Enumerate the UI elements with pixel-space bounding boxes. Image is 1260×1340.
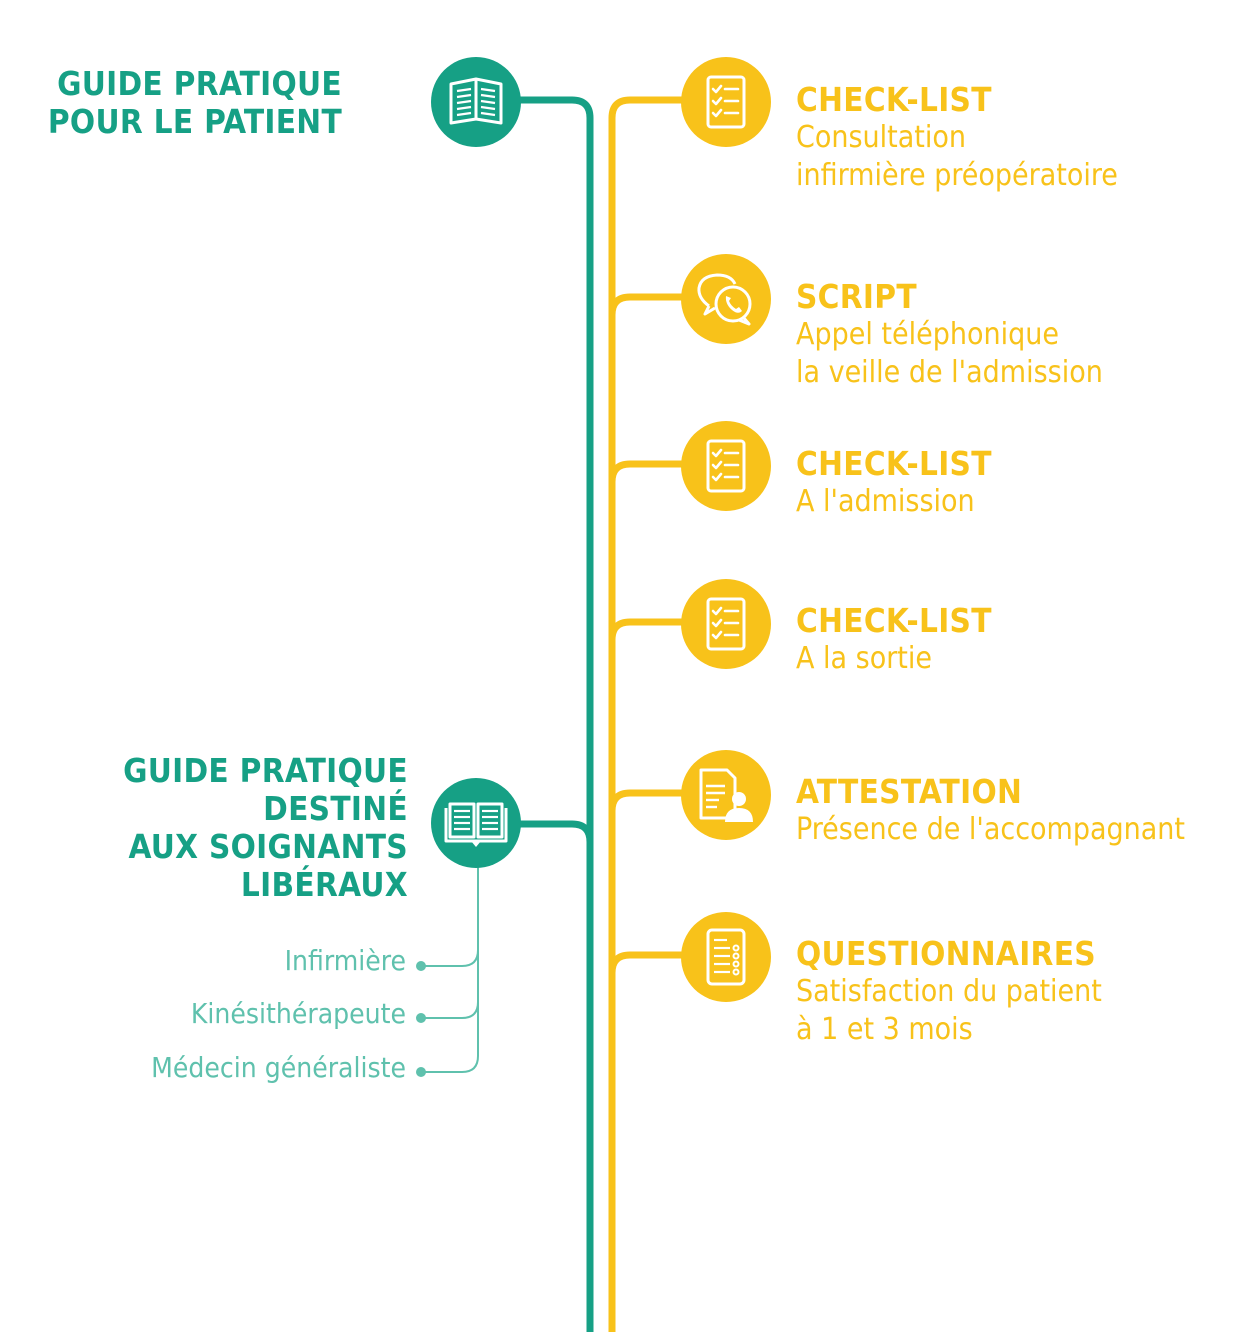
- audience-branch-1: [420, 949, 479, 967]
- timeline-item-line: A la sortie: [796, 641, 932, 676]
- certificate-circle: [681, 750, 771, 840]
- timeline-item-heading: CHECK-LIST: [796, 444, 992, 483]
- caregivers-guide-title: GUIDE PRATIQUE DESTINÉ AUX SOIGNANTS LIB…: [123, 752, 408, 904]
- caregivers-guide-title-line: GUIDE PRATIQUE: [123, 751, 408, 790]
- timeline-item-line: Présence de l'accompagnant: [796, 812, 1185, 847]
- patient-guide-circle: [431, 57, 521, 147]
- yellow-branch-5: [608, 789, 682, 812]
- audience-branch-2: [420, 1001, 479, 1019]
- timeline-item-6: QUESTIONNAIRES Satisfaction du patient à…: [796, 935, 1102, 1049]
- audience-dot-1: [416, 961, 426, 971]
- checklist-circle-1: [681, 57, 771, 147]
- audience-physiotherapist: Kinésithérapeute: [190, 997, 406, 1030]
- checklist-icon: [706, 439, 746, 493]
- yellow-branch-6: [608, 951, 682, 974]
- timeline-item-4: CHECK-LIST A la sortie: [796, 602, 992, 678]
- timeline-item-heading: ATTESTATION: [796, 772, 1023, 811]
- audience-tree-line: [420, 866, 479, 1073]
- timeline-item-line: Satisfaction du patient: [796, 974, 1102, 1009]
- timeline-item-line: à 1 et 3 mois: [796, 1012, 973, 1047]
- phone-chat-circle: [681, 254, 771, 344]
- timeline-item-line: Appel téléphonique: [796, 317, 1059, 352]
- checklist-icon: [706, 597, 746, 651]
- audience-nurse: Infirmière: [284, 944, 406, 977]
- timeline-item-3: CHECK-LIST A l'admission: [796, 445, 992, 521]
- timeline-item-line: la veille de l'admission: [796, 355, 1103, 390]
- yellow-branch-2: [608, 293, 682, 316]
- timeline-item-heading: QUESTIONNAIRES: [796, 934, 1096, 973]
- green-main-line: [520, 96, 594, 1332]
- yellow-main-line: [608, 96, 682, 1332]
- yellow-branch-3: [608, 460, 682, 483]
- yellow-branch-4: [608, 618, 682, 641]
- timeline-item-heading: CHECK-LIST: [796, 80, 992, 119]
- patient-guide-title: GUIDE PRATIQUE POUR LE PATIENT: [48, 65, 342, 141]
- timeline-item-2: SCRIPT Appel téléphonique la veille de l…: [796, 278, 1103, 392]
- questionnaire-circle: [681, 912, 771, 1002]
- checklist-circle-3: [681, 579, 771, 669]
- certificate-icon: [699, 768, 753, 822]
- open-book-icon: [449, 77, 503, 125]
- green-branch-caregivers: [520, 820, 594, 843]
- caregivers-guide-title-line: LIBÉRAUX: [240, 865, 408, 904]
- caregivers-guide-title-line: AUX SOIGNANTS: [128, 827, 408, 866]
- caregivers-guide-circle: [431, 778, 521, 868]
- phone-chat-icon: [697, 273, 752, 326]
- audience-dot-3: [416, 1067, 426, 1077]
- checklist-circle-2: [681, 421, 771, 511]
- patient-guide-title-line: POUR LE PATIENT: [47, 102, 342, 141]
- patient-guide-title-line: GUIDE PRATIQUE: [57, 64, 342, 103]
- checklist-icon: [706, 75, 746, 129]
- book-icon: [444, 802, 508, 847]
- timeline-item-line: infirmière préopératoire: [796, 158, 1118, 193]
- timeline-item-1: CHECK-LIST Consultation infirmière préop…: [796, 81, 1118, 195]
- timeline-item-line: A l'admission: [796, 484, 975, 519]
- caregivers-guide-title-line: DESTINÉ: [263, 789, 408, 828]
- timeline-item-heading: CHECK-LIST: [796, 601, 992, 640]
- audience-dot-2: [416, 1013, 426, 1023]
- audience-general-practitioner: Médecin généraliste: [151, 1051, 406, 1084]
- timeline-item-5: ATTESTATION Présence de l'accompagnant: [796, 773, 1185, 849]
- questionnaire-icon: [706, 928, 746, 986]
- timeline-item-heading: SCRIPT: [796, 277, 917, 316]
- timeline-item-line: Consultation: [796, 120, 966, 155]
